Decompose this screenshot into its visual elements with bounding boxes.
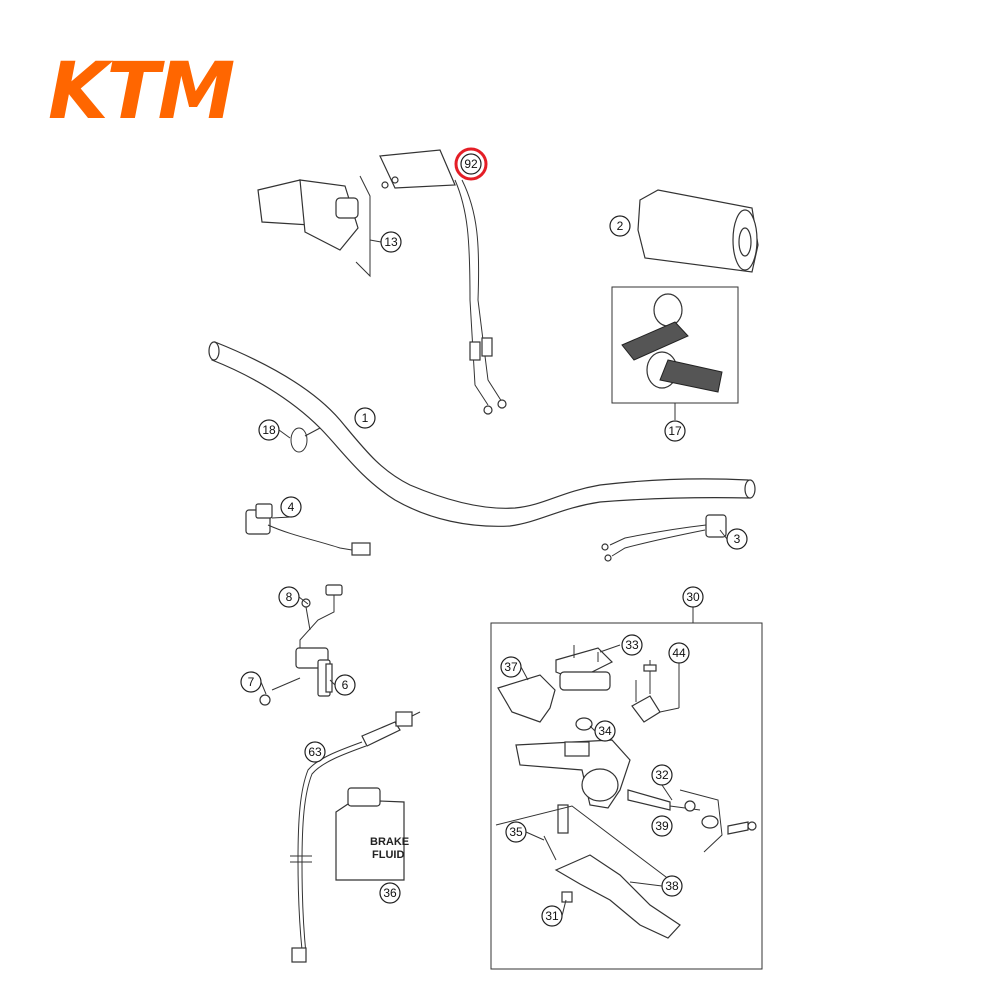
hot-start-lever-part (259, 647, 333, 706)
callout-33-label: 33 (625, 638, 639, 652)
callout-92: 92 (460, 153, 482, 175)
master-cylinder-frame (490, 607, 763, 970)
callout-63-label: 63 (308, 745, 322, 759)
callout-35: 35 (505, 821, 527, 843)
ktm-logo: KTM (48, 42, 295, 137)
callout-13-label: 13 (384, 235, 398, 249)
callout-31: 31 (541, 905, 563, 927)
brake-hose-part (290, 711, 421, 963)
callout-39: 39 (651, 815, 673, 837)
callout-18-label: 18 (262, 423, 276, 437)
brake-fluid-bottle-part: BRAKE FLUID (335, 787, 409, 881)
callout-39-label: 39 (655, 819, 669, 833)
callout-36-label: 36 (383, 886, 397, 900)
callout-4-label: 4 (288, 500, 295, 514)
callout-32: 32 (651, 764, 673, 786)
callout-30-label: 30 (686, 590, 700, 604)
callout-36: 36 (379, 882, 401, 904)
callout-37: 37 (500, 656, 522, 678)
callout-6: 6 (334, 674, 356, 696)
callout-2: 2 (609, 215, 631, 237)
cable-tie-part (290, 427, 321, 453)
callout-44-label: 44 (672, 646, 686, 660)
handlebar-part (208, 341, 756, 527)
callout-3-label: 3 (734, 532, 741, 546)
callout-1: 1 (354, 407, 376, 429)
callout-44: 44 (668, 642, 690, 664)
callout-4: 4 (280, 496, 302, 518)
callout-2-label: 2 (617, 219, 624, 233)
right-switch-part (601, 514, 727, 562)
grips-part (611, 286, 739, 420)
callout-35-label: 35 (509, 825, 523, 839)
callout-1-label: 1 (362, 411, 369, 425)
callout-31-label: 31 (545, 909, 559, 923)
callout-63: 63 (304, 741, 326, 763)
callout-8-label: 8 (286, 590, 293, 604)
callout-92-label: 92 (464, 157, 478, 171)
logo-text: KTM (48, 47, 234, 137)
callout-7-label: 7 (248, 675, 255, 689)
callout-8: 8 (278, 586, 300, 608)
left-switch-part (245, 503, 371, 556)
callout-17: 17 (664, 420, 686, 442)
throttle-cable-part (379, 149, 507, 415)
callout-30: 30 (682, 586, 704, 608)
callout-18: 18 (258, 419, 280, 441)
callout-38: 38 (661, 875, 683, 897)
callout-34: 34 (594, 720, 616, 742)
highlight-ring (454, 147, 488, 181)
wiring-part (299, 584, 343, 650)
callout-6-label: 6 (342, 678, 349, 692)
callout-33: 33 (621, 634, 643, 656)
callout-3: 3 (726, 528, 748, 550)
throttle-grip-part (257, 175, 382, 278)
bottle-label-line2: FLUID (372, 849, 404, 861)
leader-lines (260, 429, 728, 917)
handlebar-pad-part (637, 189, 759, 273)
callout-34-label: 34 (598, 724, 612, 738)
master-cylinder-part (495, 645, 757, 939)
bottle-label-line1: BRAKE (370, 836, 409, 848)
callout-38-label: 38 (665, 879, 679, 893)
callout-7: 7 (240, 671, 262, 693)
callout-37-label: 37 (504, 660, 518, 674)
callout-13: 13 (380, 231, 402, 253)
callout-17-label: 17 (668, 424, 682, 438)
callout-32-label: 32 (655, 768, 669, 782)
